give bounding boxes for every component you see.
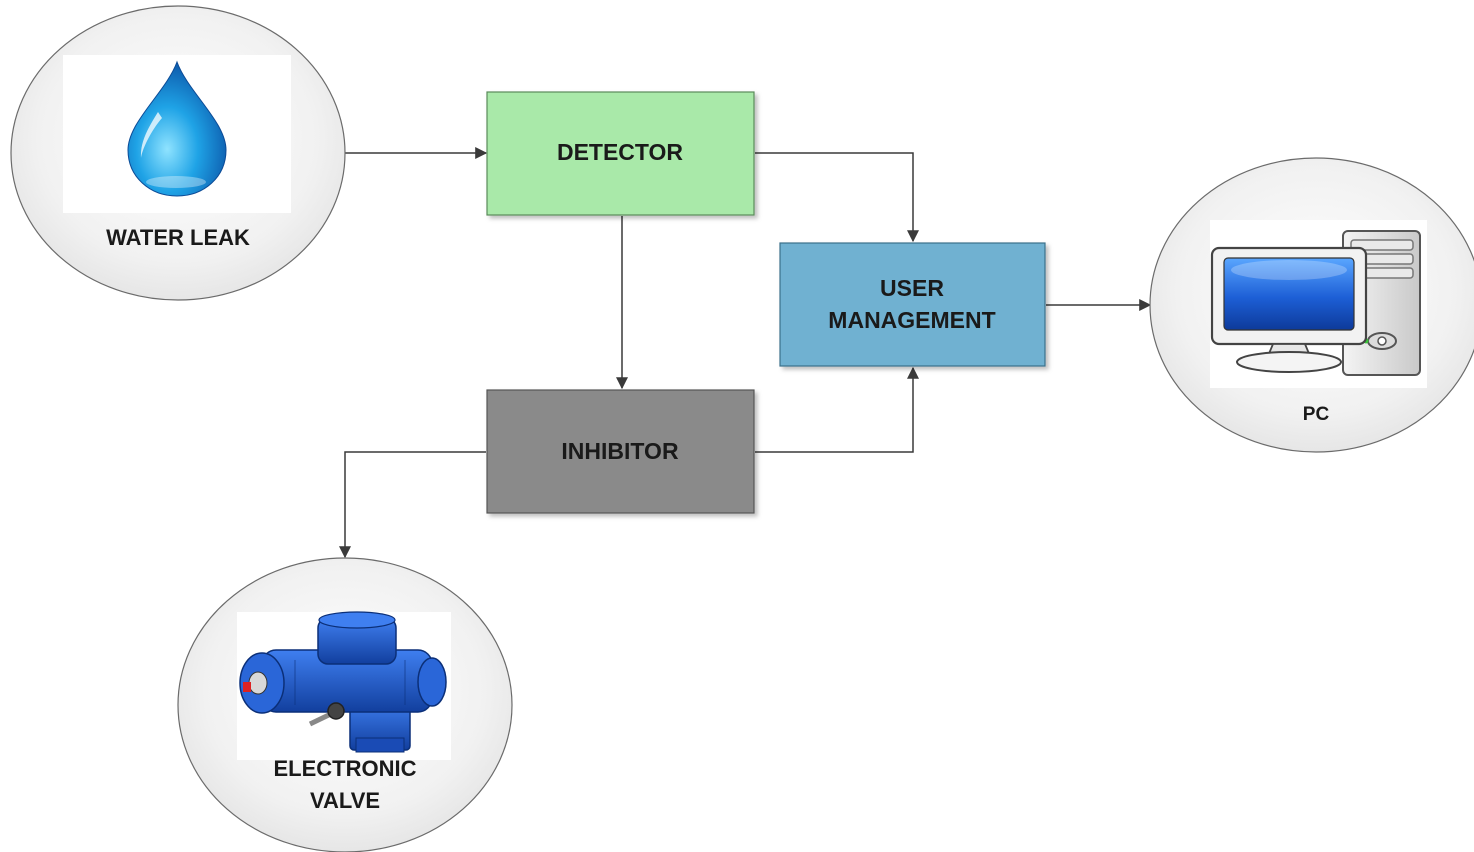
electronic-valve-label-line1: ELECTRONIC bbox=[274, 756, 417, 781]
node-inhibitor: INHIBITOR bbox=[486, 389, 755, 514]
node-water-leak: WATER LEAK bbox=[10, 5, 346, 301]
detector-box bbox=[486, 91, 755, 216]
water-leak-label: WATER LEAK bbox=[106, 225, 250, 250]
edge-detector-to-user-management bbox=[755, 152, 919, 243]
node-pc: PC bbox=[1149, 157, 1474, 453]
user-management-box bbox=[779, 242, 1046, 367]
pc-label: PC bbox=[1303, 404, 1330, 425]
valve-actuator-icon bbox=[239, 611, 447, 753]
inhibitor-box bbox=[486, 389, 755, 514]
edge-inhibitor-to-user-management bbox=[755, 366, 919, 453]
inhibitor-label: INHIBITOR bbox=[561, 438, 679, 464]
desktop-computer-icon bbox=[1210, 230, 1421, 376]
user-management-label-line2: MANAGEMENT bbox=[828, 307, 995, 333]
node-user-management: USER MANAGEMENT bbox=[779, 242, 1046, 367]
node-electronic-valve: ELECTRONIC VALVE bbox=[177, 557, 513, 852]
electronic-valve-label-line2: VALVE bbox=[310, 788, 380, 813]
node-detector: DETECTOR bbox=[486, 91, 755, 216]
edge-inhibitor-to-electronic-valve bbox=[339, 451, 486, 559]
user-management-label-line1: USER bbox=[880, 275, 944, 301]
connectors bbox=[339, 147, 1152, 559]
water-drop-icon bbox=[127, 60, 227, 197]
detector-label: DETECTOR bbox=[557, 139, 683, 165]
